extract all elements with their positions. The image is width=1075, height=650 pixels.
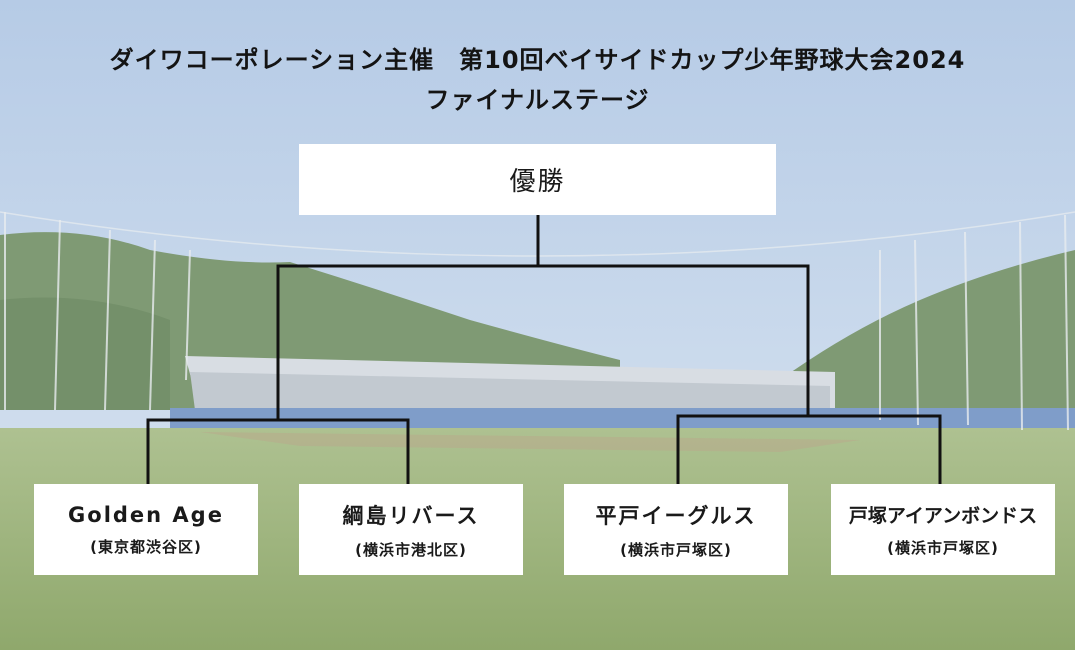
team-box: 綱島リバース (横浜市港北区)	[299, 484, 523, 575]
team-city: (横浜市戸塚区)	[887, 539, 999, 557]
team-box: 戸塚アイアンボンドス (横浜市戸塚区)	[831, 484, 1055, 575]
team-box: 平戸イーグルス (横浜市戸塚区)	[564, 484, 788, 575]
team-box: Golden Age (東京都渋谷区)	[34, 484, 258, 575]
team-name: 戸塚アイアンボンドス	[848, 505, 1038, 527]
team-name: 平戸イーグルス	[595, 503, 757, 528]
champion-label: 優勝	[509, 167, 566, 197]
champion-box: 優勝	[299, 144, 776, 215]
team-city: (東京都渋谷区)	[90, 537, 202, 556]
team-name: 綱島リバース	[342, 503, 480, 528]
page-subtitle: ファイナルステージ	[425, 86, 650, 114]
team-name: Golden Age	[68, 502, 224, 527]
team-city: (横浜市港北区)	[355, 540, 467, 559]
team-city: (横浜市戸塚区)	[620, 540, 732, 559]
page-title: ダイワコーポレーション主催 第10回ベイサイドカップ少年野球大会2024	[109, 46, 966, 74]
